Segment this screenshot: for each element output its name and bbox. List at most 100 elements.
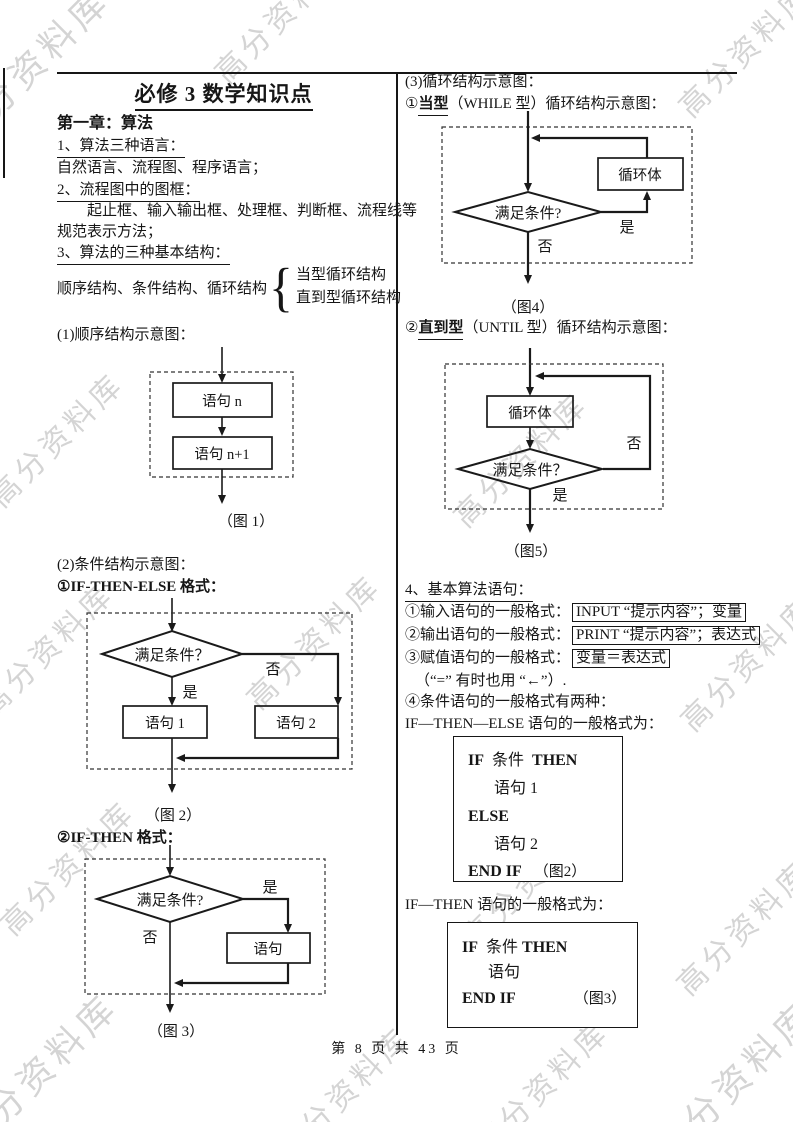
while-loop-heading: ①当型（WHILE 型）循环结构示意图： [405,95,666,116]
until-prefix: ② [405,320,419,336]
if-then-else-flowchart: 满足条件？ 否 是 语句 1 语句 2 [86,598,353,793]
statement-text: 语句 2 [494,836,539,853]
if-else-intro: IF—THEN—ELSE 语句的一般格式为： [405,716,663,732]
section1-body: 自然语言、流程图、程序语言； [57,160,268,176]
decision-label: 满足条件? [495,205,562,222]
code-line: END IF （图2） [468,859,622,885]
figure3-caption: （图 3） [147,1024,205,1040]
process-box-label: 语句 2 [276,715,316,732]
yes-label: 是 [552,488,567,504]
figure3-inline-caption: （图3） [573,991,627,1007]
section3-heading-text: 3、算法的三种基本结构： [57,244,230,265]
if-then-else-code-box: IF 条件 THEN 语句 1 ELSE 语句 2 END IF （图2） [453,736,623,882]
section2-heading-text: 2、流程图中的图框： [57,181,200,202]
section3-heading: 3、算法的三种基本结构： [57,244,230,265]
dashed-frame [444,363,664,510]
code-line: IF 条件 THEN [462,935,637,960]
section1-heading-text: 1、算法三种语言： [57,137,185,158]
arrowhead-left-icon [176,754,185,762]
arrowhead-down-icon [526,524,534,533]
section4-heading-text: 4、基本算法语句： [405,581,533,602]
process-box [254,705,339,739]
code-line: ELSE [468,803,622,831]
section2-body-line1: 起止框、输入输出框、处理框、判断框、流程线等 [87,203,418,219]
input-statement-code: INPUT “提示内容”；变量 [572,603,746,622]
brace-glyph: { [269,256,294,318]
figure2-caption: （图 2） [144,808,202,824]
keyword-if: IF [462,939,478,956]
yes-branch-line [601,198,649,214]
yes-label: 是 [182,685,197,701]
code-line: IF 条件 THEN [468,747,622,775]
arrowhead-down-icon [218,427,226,436]
keyword-endif: END IF [468,863,522,880]
output-statement-code: PRINT “提示内容”；表达式 [572,626,761,645]
yes-branch-line [243,897,290,925]
arrowhead-down-icon [166,867,174,876]
output-statement-line: ②输出语句的一般格式：PRINT “提示内容”；表达式 [405,626,761,645]
brace-item-until: 直到型循环结构 [296,290,402,306]
arrowhead-left-icon [531,134,540,142]
loop-body-label: 循环体 [508,405,552,422]
chapter-heading: 第一章：算法 [57,115,154,132]
page-title-text: 必修 3 数学知识点 [134,78,313,111]
arrowhead-down-icon [166,1004,174,1013]
process-box [226,932,311,964]
statement-text: 语句 [488,964,521,981]
while-bold: 当型 [418,95,449,116]
page-title: 必修 3 数学知识点 [57,78,390,111]
return-line [182,963,290,985]
arrowhead-down-icon [334,697,342,706]
condition-text: 条件 [492,752,525,769]
input-statement-line: ①输入语句的一般格式：INPUT “提示内容”；变量 [405,603,746,622]
no-label: 否 [265,662,280,678]
arrowhead-down-icon [526,440,534,449]
assignment-statement-line: ③赋值语句的一般格式：变量＝表达式 [405,649,671,668]
conditional-statement-line: ④条件语句的一般格式有两种： [405,694,616,710]
statement-text: 语句 1 [494,780,539,797]
diagram1-heading: (1)顺序结构示意图： [57,327,195,343]
arrowhead-down-icon [524,275,532,284]
brace-items: 当型循环结构 直到型循环结构 [296,264,401,310]
column-divider [396,73,398,1035]
brace-item-while: 当型循环结构 [296,267,387,283]
no-label: 否 [537,239,552,255]
loopback-line [535,136,649,158]
if-then-subheading: ②IF-THEN 格式： [57,830,182,846]
while-loop-flowchart: 循环体 满足条件? 是 否 [441,111,693,284]
no-label: 否 [142,930,157,946]
section2-heading: 2、流程图中的图框： [57,181,200,202]
arrowhead-down-icon [524,183,532,192]
no-branch-line [242,652,340,698]
decision-label: 满足条件? [137,892,204,909]
structure-list: 顺序结构、条件结构、循环结构 [57,280,268,297]
decision-label: 满足条件？ [134,647,209,664]
watermark: 高分资料库 [670,854,793,1003]
dashed-frame [84,858,326,995]
process-box-label: 语句 n+1 [194,446,249,463]
if-then-intro: IF—THEN 语句的一般格式为： [405,897,613,913]
code-line: END IF（图3） [462,985,637,1013]
dashed-frame [86,612,353,770]
loop-body-label: 循环体 [618,167,662,184]
arrowhead-left-icon [174,979,183,987]
process-box-label: 语句 [254,941,283,958]
arrowhead-down-icon [218,374,226,383]
assignment-note: （“=” 有时也用 “←”）. [415,673,567,689]
output-statement-label: ②输出语句的一般格式： [405,627,571,643]
while-prefix: ① [405,96,419,112]
yes-label: 是 [262,880,277,896]
until-loop-heading: ②直到型（UNTIL 型）循环结构示意图： [405,319,677,340]
arrowhead-down-icon [218,495,226,504]
keyword-if: IF [468,752,484,769]
code-line: 语句 1 [468,775,622,803]
figure4-caption: （图4） [501,300,555,316]
section4-heading: 4、基本算法语句： [405,581,533,602]
process-box-label: 语句 1 [145,715,185,732]
loopback-line [539,374,652,471]
keyword-else: ELSE [468,808,509,825]
dashed-frame [441,126,693,264]
figure1-caption: （图 1） [217,514,275,530]
if-then-code-box: IF 条件 THEN 语句 END IF（图3） [447,922,638,1028]
